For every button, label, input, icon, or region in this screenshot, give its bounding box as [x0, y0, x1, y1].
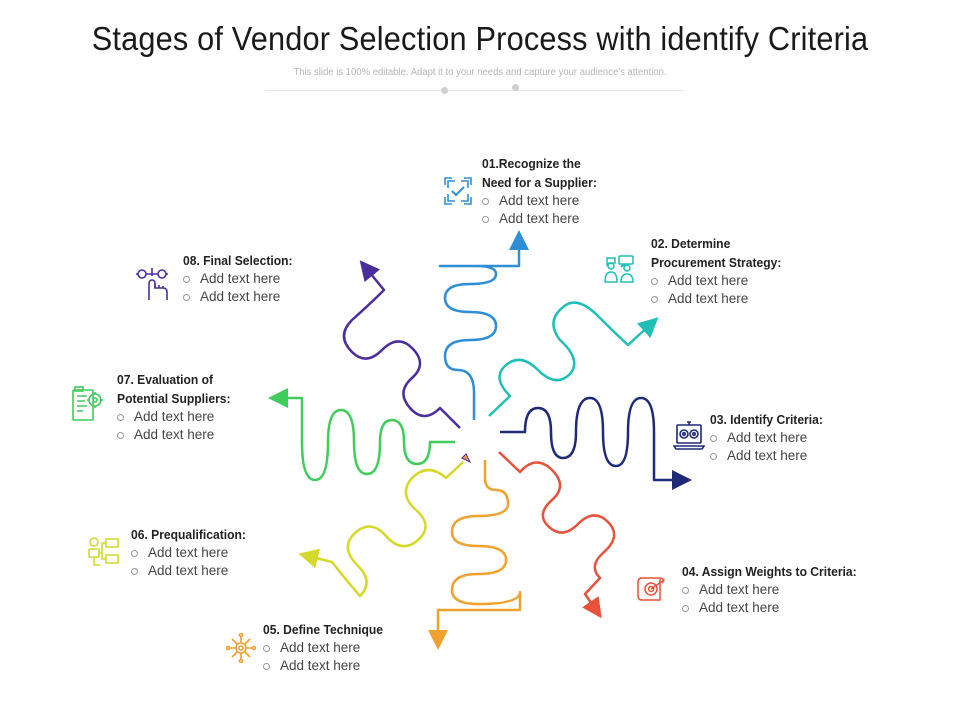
bullet-circle-icon [117, 413, 124, 421]
list-item: Add text here [117, 426, 239, 444]
laptop-gears-icon [673, 421, 705, 450]
stage-04: 04. Assign Weights to Criteria: Add text… [682, 562, 870, 617]
stage-heading: 01.Recognize the [482, 156, 581, 171]
bullet-text: Add text here [148, 545, 229, 560]
stage-heading: Need for a Supplier: [482, 175, 597, 190]
wave-arrow-01 [438, 230, 529, 420]
wave-arrow-07 [268, 388, 455, 482]
wave-arrow-05 [428, 460, 522, 650]
divider-dot [441, 87, 448, 94]
bullet-circle-icon [682, 604, 689, 612]
page-subtitle: This slide is 100% editable. Adapt it to… [293, 67, 667, 78]
wave-arrow-08 [342, 260, 461, 429]
stage-heading: 02. Determine [651, 236, 731, 251]
bullet-text: Add text here [668, 273, 749, 288]
team-strategy-icon [604, 255, 634, 283]
stage-05: 05. Define Technique Add text here Add t… [263, 620, 392, 675]
wave-arrow-06 [298, 461, 464, 598]
bullet-text: Add text here [134, 409, 215, 424]
document-gear-icon [72, 386, 103, 421]
bullet-circle-icon [117, 431, 124, 439]
bullet-text: Add text here [280, 640, 361, 655]
list-item: Add text here [482, 210, 606, 228]
stage-07: 07. Evaluation of Potential Suppliers: A… [117, 370, 239, 444]
bullet-circle-icon [482, 197, 489, 205]
hand-click-icon [136, 268, 168, 300]
bullet-circle-icon [131, 567, 138, 575]
bullet-text: Add text here [499, 211, 580, 226]
page-title: Stages of Vendor Selection Process with … [91, 20, 869, 57]
list-item: Add text here [183, 288, 301, 306]
bullet-text: Add text here [200, 289, 281, 304]
list-item: Add text here [710, 429, 831, 447]
bullet-text: Add text here [699, 600, 780, 615]
bullet-circle-icon [131, 549, 138, 557]
bullet-text: Add text here [148, 563, 229, 578]
list-item: Add text here [131, 562, 255, 580]
wave-arrow-04 [498, 451, 616, 619]
list-item: Add text here [117, 408, 239, 426]
stage-02: 02. Determine Procurement Strategy: Add … [651, 234, 791, 308]
stage-03: 03. Identify Criteria: Add text here Add… [710, 410, 831, 465]
list-item: Add text here [131, 544, 255, 562]
bullet-text: Add text here [200, 271, 281, 286]
stage-heading: 08. Final Selection: [183, 253, 293, 268]
stage-heading: 04. Assign Weights to Criteria: [682, 564, 857, 579]
checkmark-scan-icon [444, 177, 472, 205]
bullet-circle-icon [682, 586, 689, 594]
bullet-circle-icon [183, 275, 190, 283]
stage-heading: Procurement Strategy: [651, 255, 782, 270]
subtitle-divider [265, 90, 685, 91]
stage-06: 06. Prequalification: Add text here Add … [131, 525, 255, 580]
bullet-circle-icon [263, 662, 270, 670]
list-item: Add text here [651, 290, 791, 308]
bullet-circle-icon [651, 295, 658, 303]
stage-heading: Potential Suppliers: [117, 391, 231, 406]
bullet-text: Add text here [699, 582, 780, 597]
list-item: Add text here [263, 657, 392, 675]
divider-dot [512, 84, 519, 91]
stage-heading: 05. Define Technique [263, 622, 384, 637]
wave-arrow-03 [500, 396, 692, 490]
stage-heading: 03. Identify Criteria: [710, 412, 823, 427]
list-item: Add text here [482, 192, 606, 210]
bullet-circle-icon [263, 644, 270, 652]
bullet-circle-icon [651, 277, 658, 285]
stage-01: 01.Recognize the Need for a Supplier: Ad… [482, 154, 606, 228]
wave-arrow-02 [488, 301, 659, 417]
bullet-text: Add text here [668, 291, 749, 306]
bullet-text: Add text here [499, 193, 580, 208]
list-item: Add text here [183, 270, 301, 288]
list-item: Add text here [682, 599, 870, 617]
stage-heading: 06. Prequalification: [131, 527, 246, 542]
stage-heading: 07. Evaluation of [117, 372, 214, 387]
bullet-circle-icon [710, 434, 717, 442]
bullet-text: Add text here [727, 448, 808, 463]
bullet-text: Add text here [134, 427, 215, 442]
bullet-text: Add text here [727, 430, 808, 445]
bullet-circle-icon [482, 215, 489, 223]
list-item: Add text here [710, 447, 831, 465]
bullet-text: Add text here [280, 658, 361, 673]
list-item: Add text here [263, 639, 392, 657]
center-mark [461, 453, 472, 464]
list-item: Add text here [682, 581, 870, 599]
bullet-circle-icon [710, 452, 717, 460]
list-item: Add text here [651, 272, 791, 290]
flowchart-icon [88, 537, 119, 566]
network-gear-icon [226, 633, 256, 663]
target-scroll-icon [637, 577, 666, 601]
bullet-circle-icon [183, 293, 190, 301]
stage-08: 08. Final Selection: Add text here Add t… [183, 251, 301, 306]
